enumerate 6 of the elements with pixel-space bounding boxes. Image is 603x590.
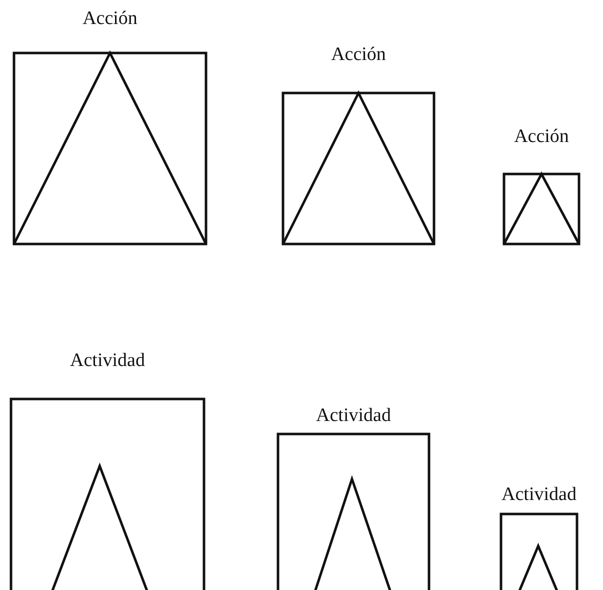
- heading: Actividad: [316, 405, 391, 427]
- heading: Acción: [82, 8, 138, 30]
- heading: Actividad: [502, 484, 576, 506]
- heading: Acción: [514, 126, 569, 148]
- heading: Acción: [331, 44, 386, 66]
- heading: Actividad: [70, 350, 145, 372]
